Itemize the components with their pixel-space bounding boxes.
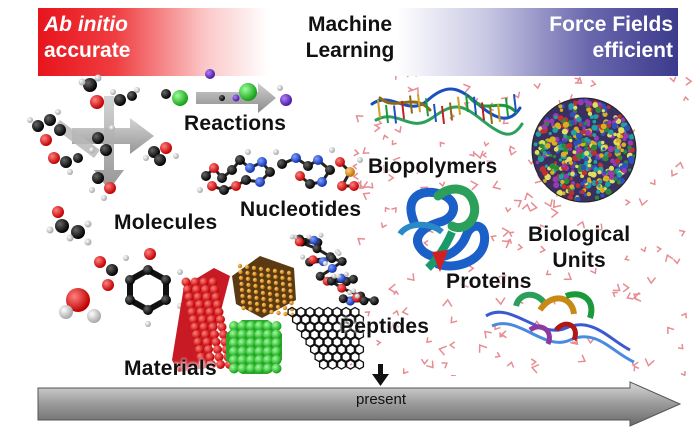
aromatic-molecule xyxy=(94,248,183,327)
protein-ribbon xyxy=(397,184,490,272)
graphene-sheet xyxy=(287,306,365,370)
method-gradient-band xyxy=(38,8,678,76)
present-label: present xyxy=(356,391,407,408)
green-nanoparticle xyxy=(226,320,282,374)
peptide-molecule xyxy=(289,232,379,306)
machine-learning-header: Machine Learning xyxy=(290,12,410,64)
reaction-molecules xyxy=(161,69,292,106)
ab-initio-title: Ab initio xyxy=(44,13,128,36)
materials-label: Materials xyxy=(124,357,217,380)
learning-label: Learning xyxy=(305,39,395,62)
molecules-label: Molecules xyxy=(114,211,218,234)
nucleotide-molecules xyxy=(197,147,363,195)
accurate-subtitle: accurate xyxy=(44,39,131,62)
force-fields-header: Force Fields efficient xyxy=(549,12,673,64)
biological-units-label: Biological Units xyxy=(528,222,630,274)
ethanol-molecule xyxy=(46,206,92,246)
virus-capsid xyxy=(531,97,637,203)
present-marker-icon xyxy=(372,364,389,386)
biopolymer-dna xyxy=(370,87,524,136)
force-fields-title: Force Fields xyxy=(549,13,673,36)
reaction-network-molecules xyxy=(27,74,179,201)
units-label: Units xyxy=(552,249,606,272)
proteins-label: Proteins xyxy=(446,270,532,293)
biopolymers-label: Biopolymers xyxy=(368,155,498,178)
reactions-label: Reactions xyxy=(184,112,287,135)
peptides-label: Peptides xyxy=(340,315,430,338)
brown-layered-crystal xyxy=(232,256,296,318)
water-molecule xyxy=(59,288,101,323)
biological-label: Biological xyxy=(528,223,631,246)
timeline-arrow xyxy=(37,381,682,427)
nucleotides-label: Nucleotides xyxy=(240,198,362,221)
ab-initio-header: Ab initio accurate xyxy=(44,12,130,64)
machine-label: Machine xyxy=(307,13,393,36)
protein-dna-complex xyxy=(485,291,635,364)
red-crystal-slab xyxy=(172,268,234,372)
efficient-subtitle: efficient xyxy=(592,39,673,62)
